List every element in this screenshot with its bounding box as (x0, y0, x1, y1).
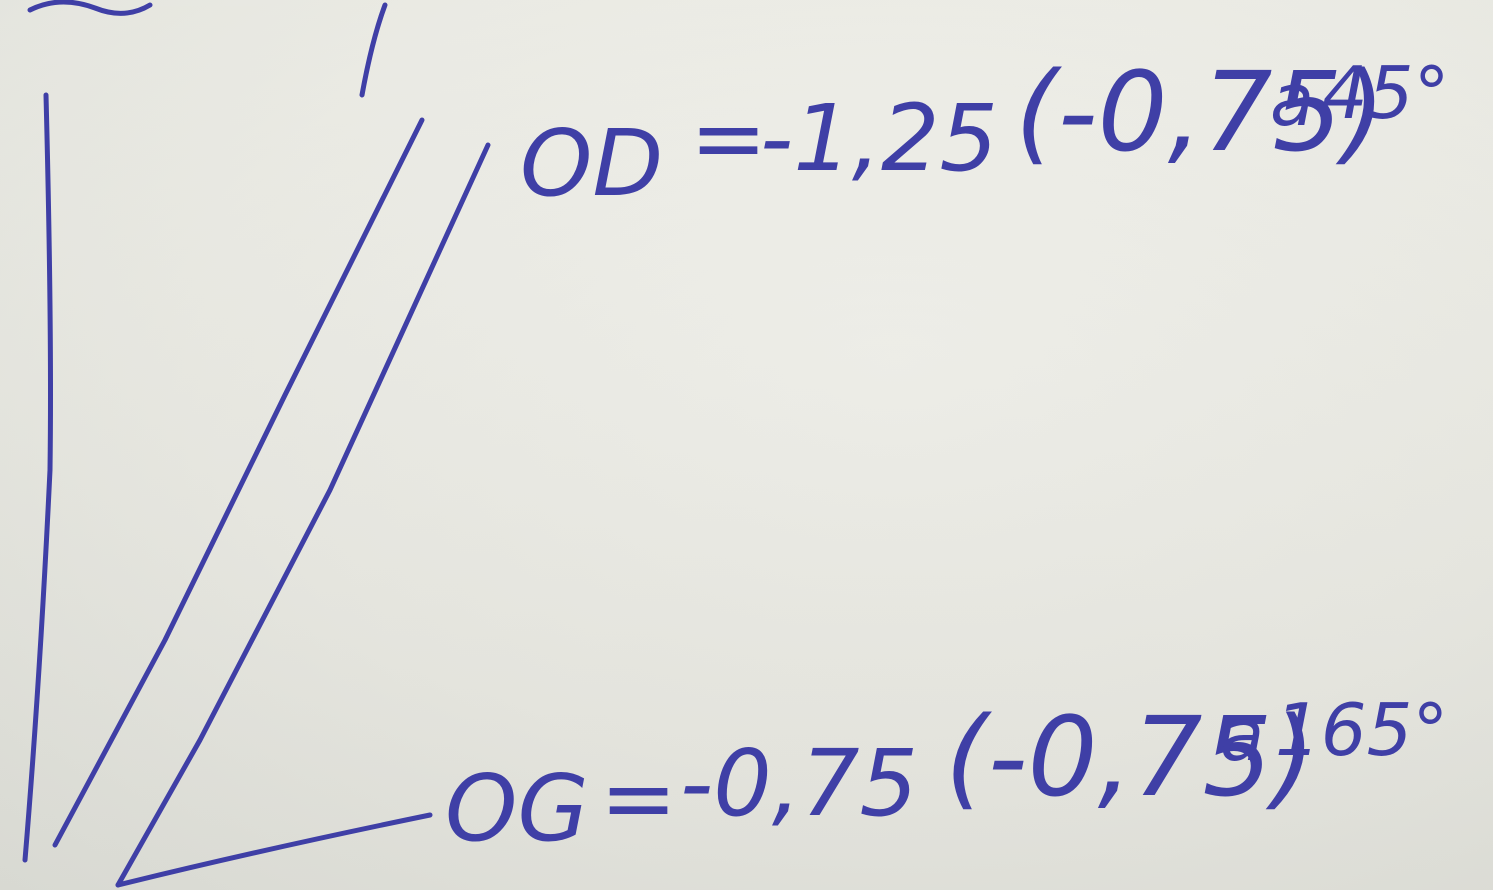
od-var: a (1270, 58, 1314, 142)
diagonal-line-outer (52, 117, 425, 848)
og-equals: = (600, 745, 677, 852)
od-angle: 45° (1322, 51, 1450, 135)
vertical-line (22, 92, 53, 863)
base-line (115, 812, 433, 888)
og-label: OG (445, 755, 589, 862)
og-angle: 165° (1275, 688, 1448, 772)
og-paren: (-0,75) (945, 693, 1315, 821)
og-value: -0,75 (680, 730, 918, 837)
od-paren: (-0,75) (1015, 48, 1385, 176)
scribble-top-stroke (359, 2, 388, 98)
scribble-top-left (27, 0, 153, 16)
od-equals: = (690, 85, 767, 192)
equation-og: OG = -0,75 (-0,75) a 165° (445, 688, 1448, 862)
diagonal-line-inner (115, 142, 491, 888)
od-value: -1,25 (760, 85, 998, 192)
od-label: OD (520, 110, 663, 217)
equation-od: OD = -1,25 (-0,75) a 45° (520, 48, 1450, 217)
og-var: a (1220, 693, 1264, 777)
